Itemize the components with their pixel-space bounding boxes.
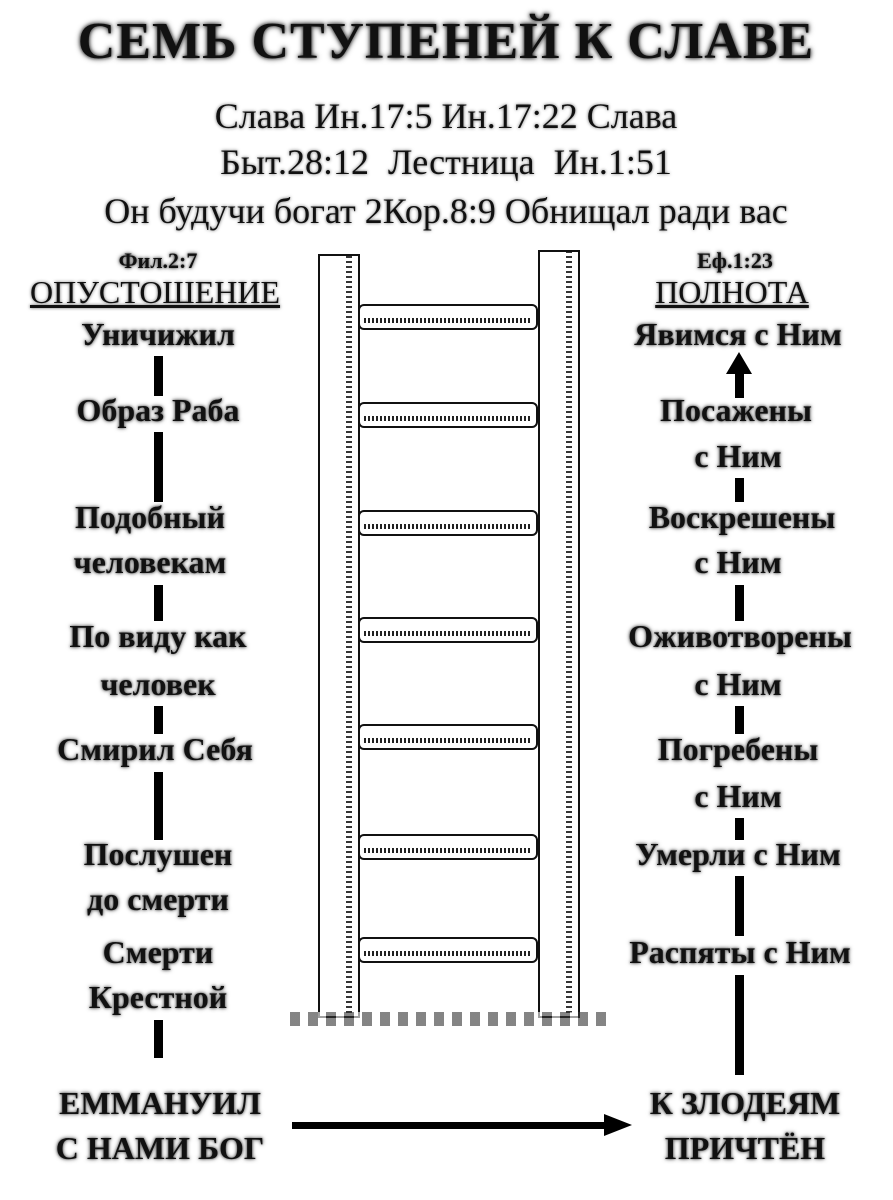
- left-bottom-1: ЕММАНУИЛ: [59, 1085, 261, 1121]
- title: СЕМЬ СТУПЕНЕЙ К СЛАВЕ: [77, 13, 815, 70]
- left-step-5: Смирил Себя: [57, 731, 253, 767]
- right-step-3b: с Ним: [694, 544, 782, 580]
- ladder-rung: [358, 724, 538, 750]
- ladder-rung: [358, 402, 538, 428]
- left-step-4a: По виду как: [69, 618, 247, 654]
- subtitle-line-1: Слава Ин.17:5 Ин.17:22 Слава: [214, 96, 678, 136]
- right-ref: Еф.1:23: [697, 248, 773, 273]
- ground: [290, 1012, 610, 1026]
- left-connector: [154, 432, 163, 502]
- left-heading: ОПУСТОШЕНИЕ: [29, 274, 281, 310]
- subtitle-line-3: Он будучи богат 2Кор.8:9 Обнищал ради ва…: [104, 191, 788, 231]
- right-step-1: Явимся с Ним: [634, 316, 842, 352]
- left-connector: [154, 1020, 163, 1058]
- right-connector: [735, 706, 744, 734]
- ladder-rung: [358, 510, 538, 536]
- ladder-right-rail: [538, 250, 580, 1018]
- right-connector: [735, 876, 744, 936]
- subtitle-line-2: Быт.28:12 Лестница Ин.1:51: [220, 142, 672, 182]
- left-step-7b: Крестной: [88, 979, 228, 1015]
- right-connector: [735, 975, 744, 1075]
- left-step-4b: человек: [100, 666, 216, 702]
- right-step-3a: Воскрешены: [648, 499, 836, 535]
- left-bottom-2: С НАМИ БОГ: [55, 1130, 265, 1166]
- right-step-4b: с Ним: [694, 666, 782, 702]
- right-step-2a: Посажены: [660, 392, 812, 428]
- left-step-6a: Послушен: [83, 836, 233, 872]
- left-step-7a: Смерти: [102, 934, 214, 970]
- up-arrow-icon: [726, 352, 752, 398]
- ladder-rung: [358, 617, 538, 643]
- left-connector: [154, 585, 163, 621]
- left-step-1: Уничижил: [81, 316, 235, 352]
- left-connector: [154, 772, 163, 840]
- right-arrow-icon: [292, 1114, 632, 1136]
- left-step-3b: человекам: [73, 544, 227, 580]
- ladder-rung: [358, 304, 538, 330]
- right-step-5b: с Ним: [694, 778, 782, 814]
- right-bottom-1: К ЗЛОДЕЯМ: [649, 1085, 841, 1121]
- right-step-2b: с Ним: [694, 438, 782, 474]
- right-connector: [735, 478, 744, 502]
- right-bottom-2: ПРИЧТЁН: [664, 1130, 826, 1166]
- ladder-rung: [358, 834, 538, 860]
- right-step-7: Распяты с Ним: [629, 934, 851, 970]
- left-connector: [154, 356, 163, 396]
- right-step-6: Умерли с Ним: [635, 836, 841, 872]
- ladder-rung: [358, 937, 538, 963]
- right-heading: ПОЛНОТА: [655, 274, 809, 310]
- right-step-5a: Погребены: [657, 731, 819, 767]
- left-step-2: Образ Раба: [76, 392, 240, 428]
- left-connector: [154, 706, 163, 734]
- left-step-6b: до смерти: [87, 881, 229, 917]
- right-connector: [735, 818, 744, 840]
- right-step-4a: Оживотворены: [628, 618, 852, 654]
- right-connector: [735, 585, 744, 621]
- ladder-left-rail: [318, 254, 360, 1018]
- left-step-3a: Подобный: [74, 499, 226, 535]
- left-ref: Фил.2:7: [118, 248, 198, 273]
